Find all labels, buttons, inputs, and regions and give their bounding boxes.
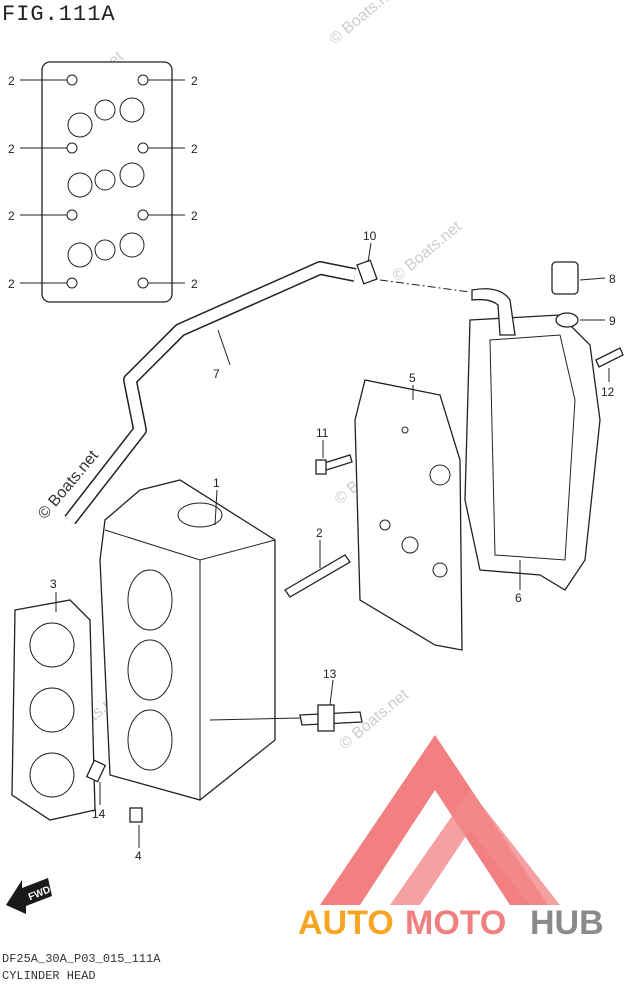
callout-number: 2 — [191, 209, 198, 223]
callout-number: 1 — [213, 476, 220, 490]
logo-auto: AUTO — [298, 904, 394, 942]
callout-number: 2 — [8, 74, 15, 88]
watermark: © Boats.net — [390, 218, 466, 285]
callout-number: 14 — [92, 807, 106, 821]
callout-number: 9 — [609, 314, 616, 328]
diagram-code: DF25A_30A_P03_015_111A — [2, 952, 161, 966]
callout-number: 5 — [409, 371, 416, 385]
callout-number: 3 — [50, 577, 57, 591]
callout-number: 2 — [316, 526, 323, 540]
callout-number: 11 — [316, 426, 329, 440]
callout-number: 10 — [363, 229, 377, 243]
figure-title: FIG.111A — [2, 2, 116, 27]
watermark: © Boats.net — [327, 0, 403, 48]
cylinder-head-cover — [464, 314, 601, 591]
diagram-name: CYLINDER HEAD — [2, 969, 96, 983]
callout-number: 2 — [191, 74, 198, 88]
logo-moto: MOTO — [405, 904, 506, 942]
logo-hub: HUB — [530, 904, 604, 942]
cover-gasket — [354, 379, 463, 651]
callout-number: 13 — [323, 667, 337, 681]
head-gasket — [11, 599, 96, 821]
callout-number: 2 — [191, 142, 198, 156]
callout-number: 8 — [609, 272, 616, 286]
cylinder-head — [99, 479, 276, 801]
callout-number: 2 — [191, 277, 198, 291]
callout-number: 7 — [213, 367, 220, 381]
callout-number: 2 — [8, 277, 15, 291]
callout-number: 4 — [135, 849, 142, 863]
callout-number: 2 — [8, 209, 15, 223]
callout-number: 2 — [8, 142, 15, 156]
callout-number: 6 — [515, 591, 522, 605]
fwd-arrow-icon: FWD — [6, 878, 52, 914]
automotohub-logo: AUTO MOTO HUB — [298, 735, 604, 942]
cylinder-head-top-view — [20, 61, 185, 303]
callout-number: 12 — [601, 385, 615, 399]
